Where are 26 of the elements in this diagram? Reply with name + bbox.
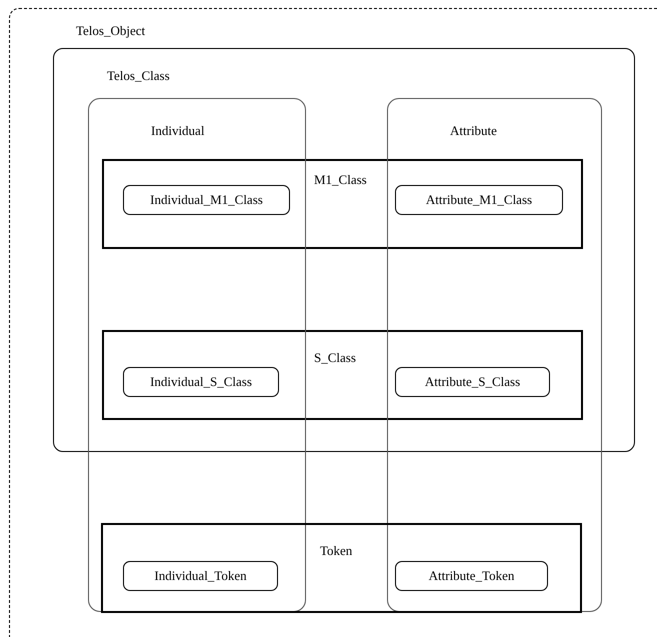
group-title: S_Class	[314, 350, 356, 365]
group-title: M1_Class	[314, 172, 367, 187]
class-box	[395, 185, 563, 215]
row-box	[101, 523, 582, 613]
group-title: Telos_Object	[76, 23, 146, 38]
row-box	[102, 159, 583, 249]
boundary-frame	[9, 8, 657, 637]
group-title: Individual	[151, 123, 204, 138]
class-name: Individual_S_Class	[149, 374, 253, 389]
class-name: Individual_Token	[153, 568, 248, 583]
group-title: Attribute	[450, 123, 497, 138]
column-box	[387, 98, 602, 612]
class-box	[123, 367, 279, 397]
class-name: Attribute_M1_Class	[424, 192, 534, 207]
column-box	[88, 98, 306, 612]
class-box	[123, 561, 278, 591]
class-box	[395, 561, 548, 591]
group-title: Telos_Class	[107, 68, 170, 83]
class-name: Attribute_S_Class	[424, 374, 522, 389]
row-box	[102, 330, 583, 420]
class-box	[123, 185, 290, 215]
class-box	[395, 367, 550, 397]
class-name: Individual_M1_Class	[149, 192, 264, 207]
container-box	[53, 48, 635, 452]
group-title: Token	[320, 543, 352, 558]
class-name: Attribute_Token	[428, 568, 516, 583]
